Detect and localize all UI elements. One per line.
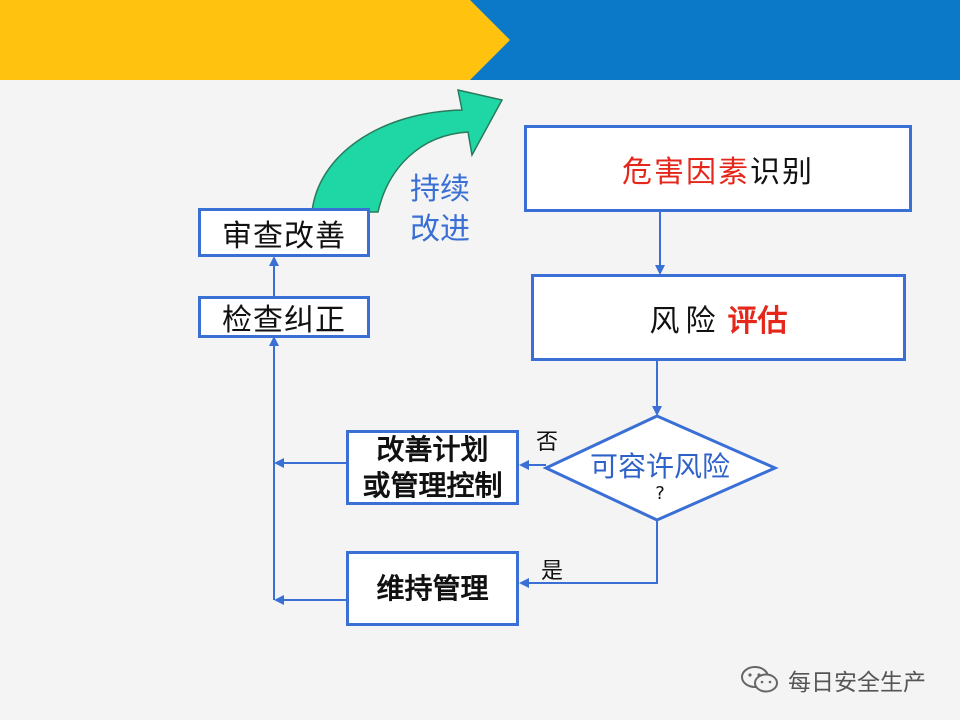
watermark-text: 每日安全生产	[788, 670, 926, 696]
continuous-line1: 持续	[410, 172, 470, 207]
plan-line1: 改善计划	[376, 432, 489, 466]
maintain-label: 维持管理	[376, 571, 489, 605]
decision-text: 可容许风险 ?	[560, 450, 760, 504]
improvement-plan-box: 改善计划 或管理控制	[346, 430, 519, 505]
hazard-label-part1: 危害因素	[622, 154, 750, 190]
banner-yellow	[0, 0, 510, 80]
no-label: 否	[536, 430, 559, 455]
wechat-icon	[741, 666, 778, 693]
watermark: 每日安全生产	[740, 663, 926, 697]
review-label: 审查改善	[222, 218, 346, 254]
risk-label-part1: 风险	[649, 303, 722, 339]
yes-label: 是	[541, 559, 564, 584]
continuous-line2: 改进	[410, 212, 470, 247]
hazard-label-part2: 识别	[750, 154, 814, 190]
maintain-management-box: 维持管理	[346, 551, 519, 626]
risk-assessment-box: 风险评估	[531, 274, 906, 361]
continuous-improvement-text: 持续 改进	[404, 170, 476, 250]
top-banner	[0, 0, 960, 80]
arrow-decision-yes	[519, 520, 658, 588]
risk-label-part2: 评估	[727, 303, 788, 339]
decision-line1: 可容许风险	[589, 450, 730, 483]
decision-line2: ?	[655, 483, 665, 504]
check-label: 检查纠正	[222, 303, 346, 338]
hazard-identification-box: 危害因素识别	[524, 125, 912, 212]
review-improve-box: 审查改善	[198, 208, 370, 257]
check-correct-box: 检查纠正	[198, 296, 370, 338]
plan-line2: 或管理控制	[362, 468, 503, 502]
continuous-improvement-arrow	[311, 89, 504, 213]
